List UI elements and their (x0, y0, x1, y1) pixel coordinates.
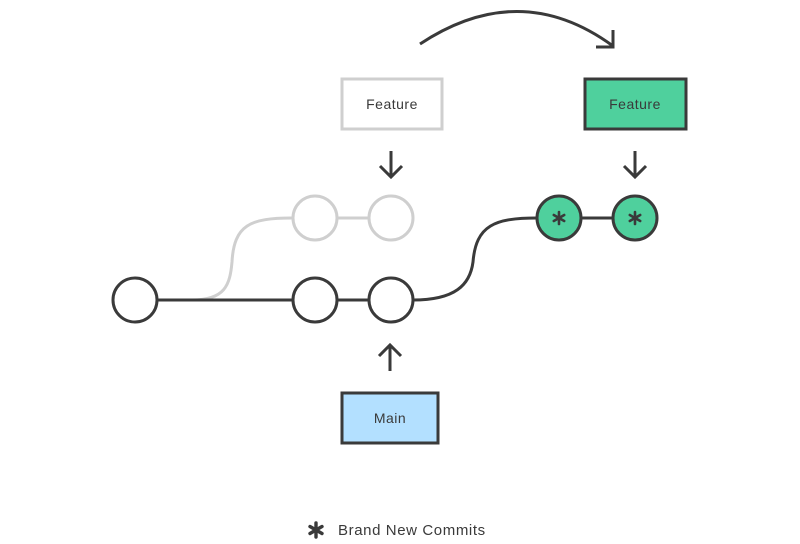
asterisk-icon (552, 210, 566, 226)
new-feature-label-box: Feature (583, 77, 688, 131)
legend: Brand New Commits (308, 521, 486, 539)
old-feature-label: Feature (366, 96, 418, 112)
arrow-icon (622, 151, 648, 180)
main-label: Main (374, 410, 406, 426)
main-commit-3 (367, 276, 415, 324)
main-commit-1 (111, 276, 159, 324)
old-feature-commit-2 (367, 194, 415, 242)
old-feature-commit-1 (291, 194, 339, 242)
main-commit-2 (291, 276, 339, 324)
new-feature-label: Feature (609, 96, 661, 112)
old-feature-branch (191, 194, 415, 302)
new-feature-commits (535, 194, 659, 242)
legend-label: Brand New Commits (338, 522, 486, 539)
old-branch-curve (191, 216, 293, 302)
asterisk-icon (628, 210, 642, 226)
main-label-box: Main (340, 391, 440, 445)
main-branch (111, 216, 613, 324)
asterisk-icon (308, 521, 324, 539)
arrow-icon (378, 151, 404, 180)
old-feature-label-box: Feature (340, 77, 444, 131)
curved-arrow-icon (419, 10, 615, 49)
arrow-icon (377, 342, 403, 371)
rebased-branch-curve (412, 216, 538, 302)
